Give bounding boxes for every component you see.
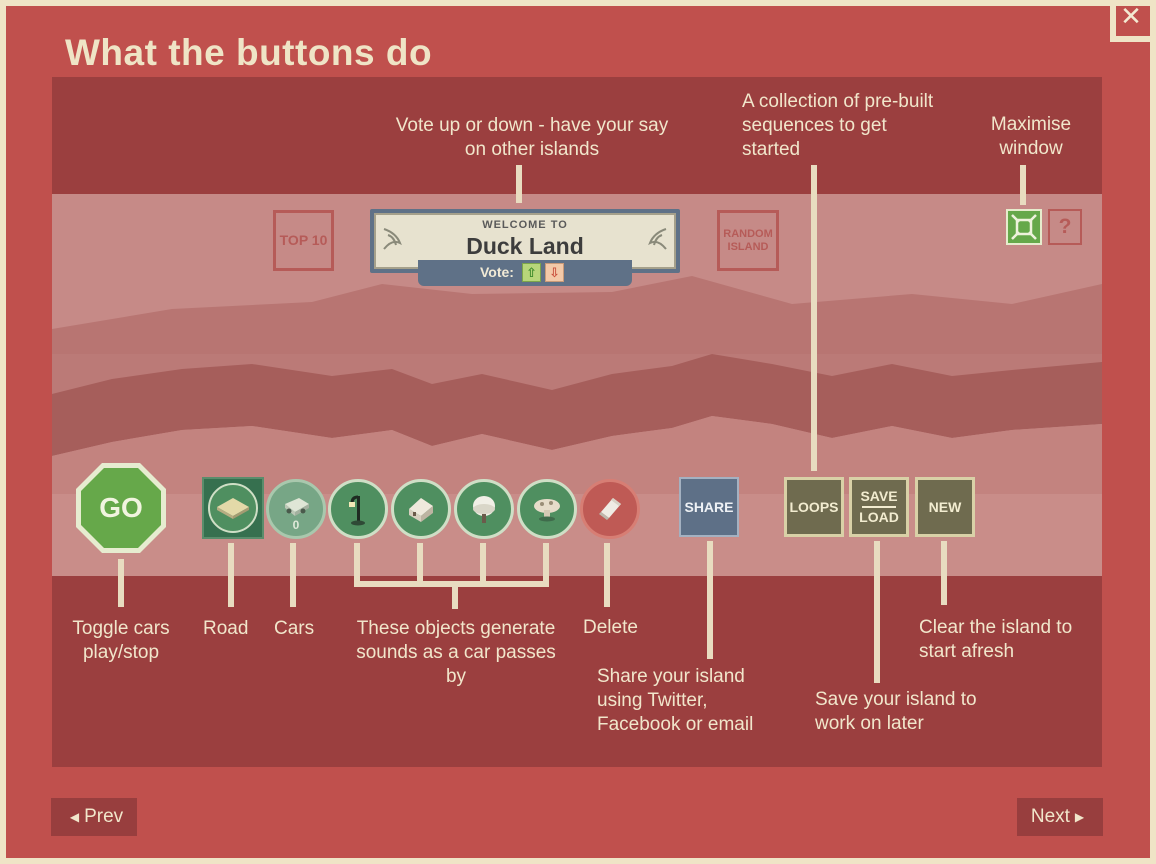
tree-object-button[interactable]	[454, 479, 514, 539]
road-pointer-line	[228, 543, 234, 607]
load-label: LOAD	[859, 509, 899, 525]
loops-annotation: A collection of pre-built sequences to g…	[742, 91, 934, 160]
delete-annotation: Delete	[583, 617, 638, 638]
eraser-icon	[599, 498, 621, 520]
cars-pointer-line	[290, 543, 296, 607]
arrow-up-icon: ⇧	[526, 265, 537, 280]
close-notch	[1110, 0, 1156, 42]
share-annotation: Share your island using Twitter, Faceboo…	[597, 666, 754, 735]
stop-sign-icon	[76, 463, 166, 553]
close-icon: ✕	[1120, 1, 1142, 31]
house-object-button[interactable]	[391, 479, 451, 539]
objects-pointer-line-2	[417, 543, 423, 587]
vote-down-button[interactable]: ⇩	[545, 263, 564, 282]
tree-icon	[473, 496, 495, 523]
demo-area: Vote up or down - have your say on other…	[52, 77, 1102, 767]
sign-ornament-right-icon	[648, 228, 667, 250]
sign-welcome-text: WELCOME TO	[482, 219, 568, 231]
dialog-title: What the buttons do	[65, 32, 433, 73]
objects-annotation: These objects generate sounds as a car p…	[356, 618, 556, 687]
arrow-down-icon: ⇩	[549, 265, 560, 280]
maximise-pointer-line	[1020, 165, 1026, 205]
maximise-annotation: Maximise window	[990, 114, 1072, 159]
loops-pointer-line	[811, 165, 817, 471]
house-icon	[409, 498, 433, 522]
delete-button[interactable]	[580, 479, 640, 539]
objects-pointer-line-4	[543, 543, 549, 587]
share-pointer-line	[707, 541, 713, 659]
mushroom-icon	[534, 499, 560, 522]
car-icon	[285, 498, 309, 516]
objects-bracket	[354, 581, 549, 587]
sign-ornament-left-icon	[383, 228, 402, 250]
vote-label: Vote:	[480, 264, 514, 280]
save-pointer-line	[874, 541, 880, 683]
street-lamp-icon	[349, 495, 365, 526]
prev-button[interactable]: ◀ Prev	[51, 798, 137, 836]
share-button[interactable]: SHARE	[679, 477, 739, 537]
loops-button[interactable]: LOOPS	[784, 477, 844, 537]
vote-up-button[interactable]: ⇧	[522, 263, 541, 282]
cars-count: 0	[292, 518, 300, 532]
objects-pointer-line-3	[480, 543, 486, 587]
go-pointer-line	[118, 559, 124, 607]
vote-annotation: Vote up or down - have your say on other…	[395, 115, 669, 160]
island-name: Duck Land	[466, 233, 584, 259]
next-button[interactable]: Next ▶	[1017, 798, 1103, 836]
go-label: GO	[99, 492, 143, 523]
vote-pointer-line	[516, 165, 522, 203]
lamp-object-button[interactable]	[328, 479, 388, 539]
help-button[interactable]: ?	[1048, 209, 1082, 245]
road-annotation: Road	[203, 618, 249, 639]
random-island-button[interactable]: RANDOM ISLAND	[717, 210, 779, 271]
prev-label: Prev	[84, 806, 124, 827]
cars-annotation: Cars	[274, 618, 315, 639]
save-annotation: Save your island to work on later	[815, 689, 977, 734]
vote-bar: Vote: ⇧ ⇩	[418, 260, 632, 286]
maximise-icon	[1011, 214, 1037, 240]
cars-button[interactable]: 0	[266, 479, 326, 539]
save-load-divider	[862, 506, 896, 508]
save-label: SAVE	[860, 488, 898, 504]
toggle-cars-annotation: Toggle cars play/stop	[72, 618, 170, 663]
new-annotation: Clear the island to start afresh	[919, 617, 1073, 662]
go-button[interactable]: GO	[74, 461, 168, 555]
delete-pointer-line	[604, 543, 610, 607]
maximise-button[interactable]	[1006, 209, 1042, 245]
top10-button[interactable]: TOP 10	[273, 210, 334, 271]
prev-arrow-icon: ◀	[69, 810, 80, 824]
next-arrow-icon: ▶	[1074, 810, 1085, 824]
close-button[interactable]: ✕	[1116, 2, 1146, 32]
next-label: Next	[1030, 806, 1070, 827]
new-pointer-line	[941, 541, 947, 605]
road-tile-icon	[217, 498, 249, 519]
save-load-button[interactable]: SAVE LOAD	[849, 477, 909, 537]
objects-pointer-stem	[452, 581, 458, 609]
road-button[interactable]	[202, 477, 264, 539]
objects-pointer-line-1	[354, 543, 360, 587]
mushroom-object-button[interactable]	[517, 479, 577, 539]
new-button[interactable]: NEW	[915, 477, 975, 537]
